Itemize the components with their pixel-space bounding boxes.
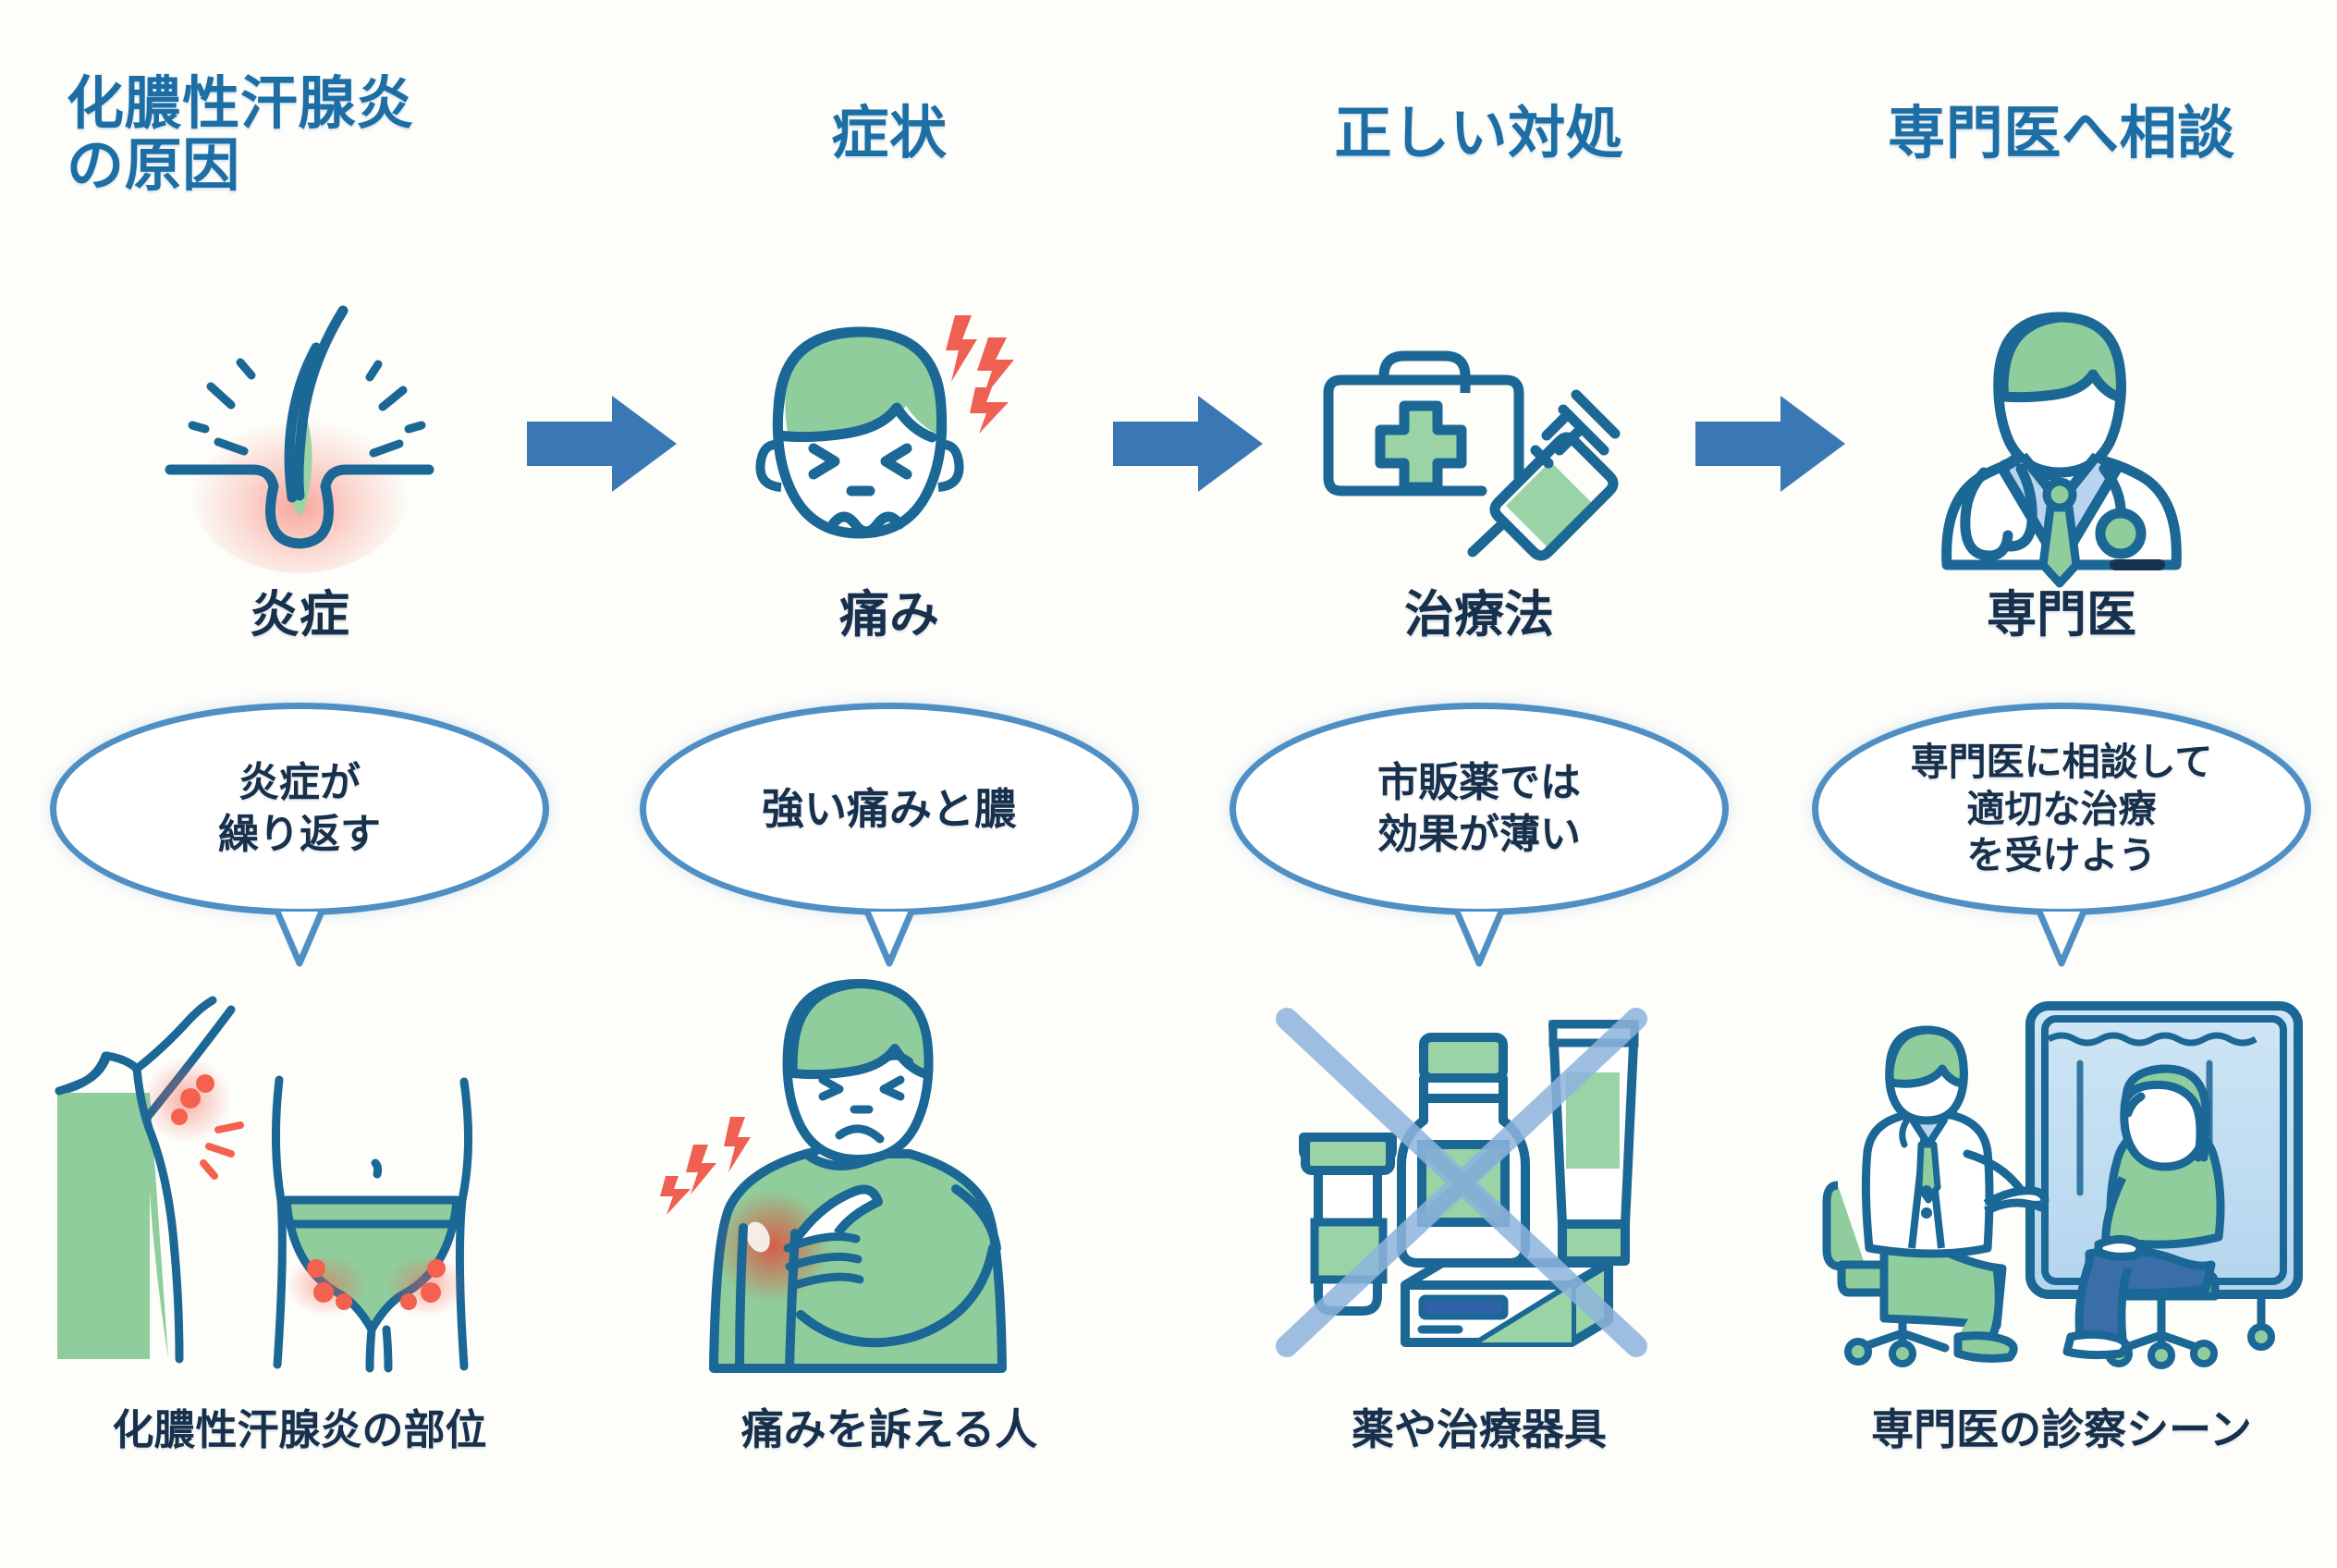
body-affected-areas-illustration — [41, 971, 558, 1373]
icon-caption-inflammation: 炎症 — [250, 587, 349, 643]
icon-caption-specialist: 専門医 — [1987, 587, 2136, 643]
scene-caption-affected-areas: 化膿性汗腺炎の部位 — [112, 1406, 487, 1453]
column-heading-specialist: 専門医へ相談 — [1888, 102, 2235, 165]
speech-bubble-inflammation: 炎症が 繰り返す — [50, 703, 549, 967]
speech-bubble-otc: 市販薬では 効果が薄い — [1230, 703, 1729, 967]
bubble-outline — [1230, 703, 1729, 915]
icon-caption-treatment: 治療法 — [1404, 587, 1554, 643]
scene-caption-person-in-pain: 痛みを訴える人 — [740, 1405, 1038, 1453]
icon-caption-pain: 痛み — [839, 587, 939, 643]
bubble-tail-icon — [863, 908, 915, 967]
column-heading-symptoms: 症状 — [831, 102, 948, 165]
first-aid-kit-syringe-icon — [1202, 305, 1756, 582]
flow-arrow-3 — [1692, 388, 1849, 499]
bubble-tail-icon — [274, 908, 325, 967]
crossed-out-otc-medicines-illustration — [1220, 971, 1738, 1368]
bubble-outline — [1812, 703, 2311, 915]
column-heading-causes: 化膿性汗腺炎 の原因 — [67, 72, 414, 198]
column-causes: 化膿性汗腺炎 の原因 — [22, 0, 577, 1568]
column-specialist: 専門医へ相談 — [1784, 0, 2337, 1568]
bubble-tail-icon — [1453, 908, 1505, 967]
column-treatment: 正しい対処 — [1202, 0, 1756, 1568]
doctor-icon — [1784, 305, 2337, 588]
speech-bubble-consult: 専門医に相談して 適切な治療 を受けよう — [1812, 703, 2311, 967]
bubble-tail-icon — [2036, 908, 2087, 967]
column-heading-treatment: 正しい対処 — [1334, 102, 1624, 165]
person-in-pain-illustration — [630, 971, 1148, 1373]
flow-arrow-2 — [1109, 388, 1266, 499]
inflamed-hair-follicle-icon — [22, 305, 577, 582]
speech-bubble-pain: 強い痛みと膿 — [640, 703, 1139, 967]
bubble-text-otc: 市販薬では 効果が薄い — [1377, 759, 1581, 857]
column-symptoms: 症状 — [612, 0, 1167, 1568]
scene-caption-consultation: 専門医の診察シーン — [1871, 1405, 2252, 1453]
scene-caption-medicines: 薬や治療器具 — [1352, 1405, 1607, 1453]
flow-arrow-1 — [523, 388, 680, 499]
bubble-outline — [50, 703, 549, 915]
bubble-text-consult: 専門医に相談して 適切な治療 を受けよう — [1910, 740, 2213, 877]
bubble-text-pain: 強い痛みと膿 — [762, 784, 1017, 833]
doctor-consultation-illustration — [1803, 971, 2320, 1369]
bubble-text-inflammation: 炎症が 繰り返す — [218, 759, 381, 857]
pained-face-icon — [612, 305, 1167, 582]
bubble-outline — [640, 703, 1139, 915]
